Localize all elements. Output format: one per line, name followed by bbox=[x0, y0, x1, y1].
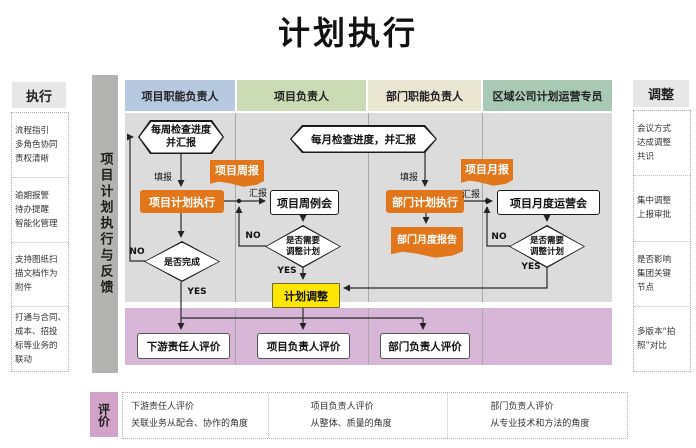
edge-label-no: NO bbox=[245, 231, 261, 241]
process-monthly-check-hexagon: 每月检查进度，并汇报 bbox=[290, 125, 437, 153]
edge-label-report: 汇报 bbox=[248, 189, 267, 199]
left-sidebar-item: 逾期报警 待办提醒 智能化管理 bbox=[12, 176, 68, 242]
eval-downstream-box: 下游责任人评价 bbox=[137, 333, 230, 359]
evaluation-footer: 下游责任人评价 关联业务从配合、协作的角度 项目负责人评价 从整体、质量的角度 … bbox=[122, 392, 628, 439]
lane-separator bbox=[235, 308, 236, 365]
evaluation-desc: 关联业务从配合、协作的角度 bbox=[131, 418, 249, 429]
process-weekly-check-hexagon: 每周检查进度 并汇报 bbox=[138, 120, 224, 154]
lane-header-dept-functional: 部门职能负责人 bbox=[368, 80, 481, 111]
eval-project-owner-box: 项目负责人评价 bbox=[257, 333, 350, 359]
left-sidebar-header: 执行 bbox=[12, 82, 66, 108]
right-sidebar-header: 调整 bbox=[633, 80, 689, 107]
edge-label-yes: YES bbox=[187, 287, 207, 297]
evaluation-section: 下游责任人评价 关联业务从配合、协作的角度 bbox=[123, 393, 268, 438]
right-sidebar-item: 多版本“拍 照”对比 bbox=[634, 305, 690, 371]
project-plan-execution-box: 项目计划执行 bbox=[140, 190, 224, 213]
weekly-meeting-box: 项目周例会 bbox=[270, 190, 339, 215]
right-sidebar-item: 集中调整 上报审批 bbox=[634, 175, 690, 240]
plan-adjust-box: 计划调整 bbox=[272, 283, 340, 308]
right-sidebar-item: 是否影响 集团关键 节点 bbox=[634, 240, 690, 306]
evaluation-section: 部门负责人评价 从专业技术和方法的角度 bbox=[447, 393, 627, 438]
phase-label: 项目计划执行与反馈 bbox=[97, 152, 113, 296]
monthly-ops-meeting-box: 项目月度运营会 bbox=[497, 190, 600, 215]
lane-separator bbox=[482, 308, 483, 365]
left-sidebar-item: 支持图纸扫 描文档作为 附件 bbox=[12, 241, 68, 307]
evaluation-title: 项目负责人评价 bbox=[310, 402, 374, 413]
evaluation-header: 评价 bbox=[90, 392, 118, 437]
edge-label-yes: YES bbox=[277, 266, 297, 276]
eval-dept-owner-box: 部门负责人评价 bbox=[380, 333, 470, 359]
left-sidebar-item: 流程指引 多角色协同 责权清晰 bbox=[15, 125, 58, 164]
edge-label-report: 汇报 bbox=[461, 190, 480, 200]
lane-separator bbox=[482, 113, 483, 302]
evaluation-desc: 从整体、质量的角度 bbox=[310, 418, 392, 429]
edge-label-no: NO bbox=[491, 232, 507, 242]
evaluation-desc: 从专业技术和方法的角度 bbox=[490, 418, 590, 429]
edge-label-yes: YES bbox=[521, 262, 541, 272]
left-sidebar-item: 打通与合同、 成本、招投 标等业务的 联动 bbox=[12, 306, 68, 371]
evaluation-title: 下游责任人评价 bbox=[131, 402, 195, 413]
lane-header-project-functional: 项目职能负责人 bbox=[125, 80, 235, 111]
left-sidebar: 流程指引 多角色协同 责权清晰 逾期报警 待办提醒 智能化管理 支持图纸扫 描文… bbox=[11, 112, 69, 372]
right-sidebar-item: 会议方式 达成调整 共识 bbox=[637, 124, 672, 163]
lane-header-regional-specialist: 区域公司计划运营专员 bbox=[483, 80, 612, 111]
phase-label-bar: 项目计划执行与反馈 bbox=[92, 75, 118, 373]
lane-header-project-owner: 项目负责人 bbox=[237, 80, 366, 111]
lane-separator bbox=[368, 113, 369, 302]
right-sidebar: 会议方式 达成调整 共识 集中调整 上报审批 是否影响 集团关键 节点 多版本“… bbox=[633, 110, 691, 372]
edge-label-fill-report: 填报 bbox=[399, 173, 418, 183]
need-adjust-plan-diamond-dept: 是否需要 调整计划 bbox=[509, 225, 585, 268]
edge-label-fill-report: 填报 bbox=[153, 173, 172, 183]
evaluation-section: 项目负责人评价 从整体、质量的角度 bbox=[267, 393, 448, 438]
dept-plan-execution-box: 部门计划执行 bbox=[386, 190, 464, 213]
edge-label-no: NO bbox=[129, 247, 145, 257]
evaluation-title: 部门负责人评价 bbox=[490, 402, 554, 413]
lane-separator bbox=[368, 308, 369, 365]
is-complete-diamond: 是否完成 bbox=[144, 241, 220, 282]
need-adjust-plan-diamond: 是否需要 调整计划 bbox=[265, 225, 341, 268]
lane-separator bbox=[235, 113, 236, 302]
page-title: 计划执行 bbox=[277, 14, 418, 52]
